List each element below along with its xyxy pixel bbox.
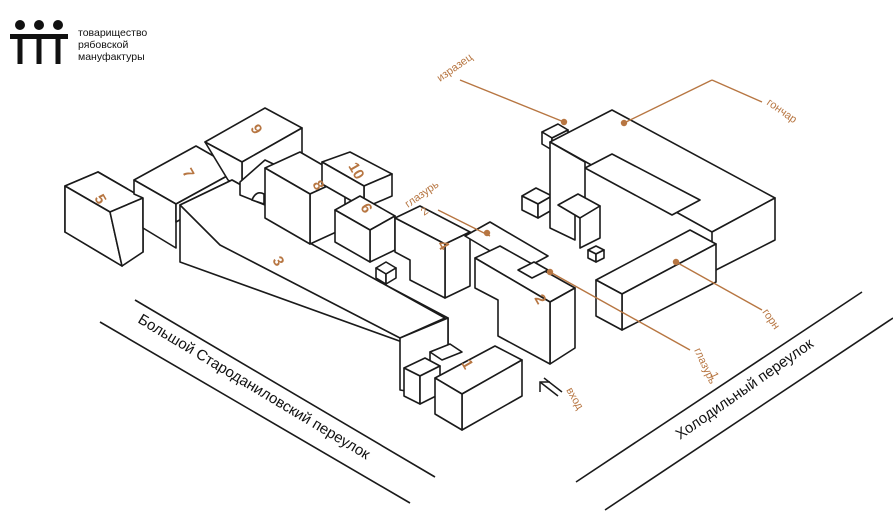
entrance-arrow-icon xyxy=(539,377,563,397)
brand-name: товарищество рябовской мануфактуры xyxy=(78,27,147,63)
leader-glazur-1 xyxy=(549,271,691,351)
marker-glazur-1 xyxy=(546,268,554,276)
label-glazur-2-number: 2 xyxy=(419,205,431,218)
brand-line-3: мануфактуры xyxy=(78,51,145,63)
marker-gonchar xyxy=(620,119,628,127)
leader-glazur-2 xyxy=(437,209,491,237)
street-line-left-upper xyxy=(134,299,436,478)
marker-gorn xyxy=(672,258,680,266)
label-gonchar: гончар xyxy=(764,97,799,126)
brand-line-2: рябовской xyxy=(78,39,129,51)
marker-izrazec xyxy=(560,118,568,126)
leader-gonchar-a xyxy=(623,79,713,124)
label-gorn: горн xyxy=(760,307,783,332)
building-1 xyxy=(403,343,523,431)
three-figures-logo-icon xyxy=(10,20,68,64)
building-6 xyxy=(334,195,396,263)
street-name-left: Большой Староданиловский переулок xyxy=(135,311,373,463)
brand-logo xyxy=(8,18,198,70)
leader-izrazec xyxy=(459,79,565,123)
street-line-right-lower xyxy=(604,317,893,511)
label-glazur-1-number: 1 xyxy=(707,370,720,381)
building-4 xyxy=(375,205,471,299)
building-10 xyxy=(321,151,393,209)
leader-gonchar-b xyxy=(711,79,763,103)
building-5 xyxy=(64,171,144,267)
street-line-left-lower xyxy=(99,321,411,504)
leader-gorn xyxy=(675,261,763,311)
building-label-10: 10 xyxy=(345,160,368,183)
label-entrance: вход xyxy=(563,386,585,413)
street-line-right-upper xyxy=(575,291,863,483)
label-izrazec: изразец xyxy=(435,51,476,85)
brand-line-1: товарищество xyxy=(78,27,148,39)
marker-glazur-2 xyxy=(483,229,491,237)
building-2 xyxy=(464,221,576,365)
label-glazur-1: глазурь xyxy=(691,346,718,386)
